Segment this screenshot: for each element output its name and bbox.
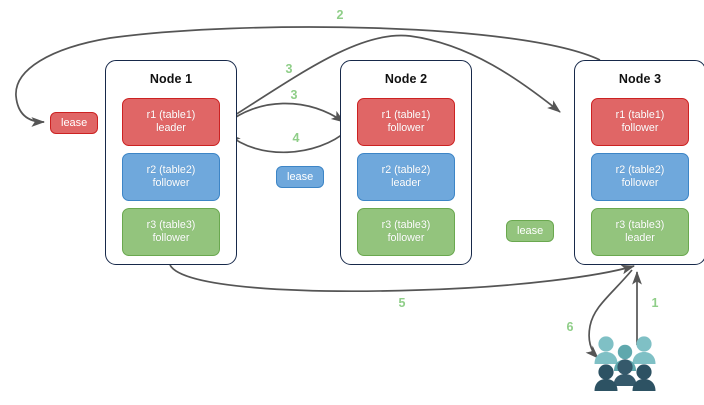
edge-label-1: 1 — [651, 296, 659, 310]
replica-role: follower — [387, 232, 425, 244]
edge-3-lower-path — [225, 102, 345, 125]
replica-role: leader — [156, 122, 186, 134]
edge-label-3a: 3 — [285, 62, 293, 76]
edge-label-3b: 3 — [290, 88, 298, 102]
replica-node2-r1[interactable]: r1 (table1) follower — [357, 98, 455, 146]
lease-chip-blue[interactable]: lease — [276, 166, 325, 188]
replica-node2-r3[interactable]: r3 (table3) follower — [357, 208, 455, 256]
node-box-node-3[interactable]: Node 3 r1 (table1) follower r2 (table2) … — [574, 60, 704, 265]
edge-label-5: 5 — [398, 296, 406, 310]
replica-role: follower — [152, 232, 190, 244]
node-title: Node 3 — [618, 72, 662, 86]
replica-name: r2 (table2) — [381, 163, 431, 176]
lease-label: lease — [517, 225, 544, 237]
users-icon-svg — [594, 336, 656, 391]
replica-role: follower — [621, 122, 659, 134]
replica-node3-r1[interactable]: r1 (table1) follower — [591, 98, 689, 146]
replica-name: r2 (table2) — [146, 163, 196, 176]
replica-node1-r1[interactable]: r1 (table1) leader — [122, 98, 220, 146]
replica-node2-r2[interactable]: r2 (table2) leader — [357, 153, 455, 201]
lease-label: lease — [61, 117, 88, 129]
lease-chip-red[interactable]: lease — [50, 112, 99, 134]
replica-node1-r2[interactable]: r2 (table2) follower — [122, 153, 220, 201]
node-box-node-1[interactable]: Node 1 r1 (table1) leader r2 (table2) fo… — [105, 60, 237, 265]
edge-label-4: 4 — [292, 131, 300, 145]
edge-5-path — [169, 264, 635, 292]
node-box-node-2[interactable]: Node 2 r1 (table1) follower r2 (table2) … — [340, 60, 472, 265]
replica-role: follower — [621, 177, 659, 189]
replica-name: r3 (table3) — [146, 218, 196, 231]
users-icon — [592, 334, 658, 392]
replica-node3-r2[interactable]: r2 (table2) follower — [591, 153, 689, 201]
replica-name: r2 (table2) — [615, 163, 665, 176]
node-title: Node 2 — [384, 72, 428, 86]
replica-name: r3 (table3) — [381, 218, 431, 231]
edge-label-2: 2 — [336, 8, 344, 22]
edge-label-6: 6 — [566, 320, 574, 334]
lease-label: lease — [287, 171, 314, 183]
replica-name: r1 (table1) — [381, 108, 431, 121]
replica-name: r1 (table1) — [615, 108, 665, 121]
replica-role: leader — [391, 177, 421, 189]
replica-node3-r3[interactable]: r3 (table3) leader — [591, 208, 689, 256]
replica-role: follower — [152, 177, 190, 189]
edge-2-path — [15, 26, 601, 127]
replica-role: leader — [625, 232, 655, 244]
lease-chip-green[interactable]: lease — [506, 220, 555, 242]
replica-name: r1 (table1) — [146, 108, 196, 121]
replica-name: r3 (table3) — [615, 218, 665, 231]
replica-role: follower — [387, 122, 425, 134]
replica-node1-r3[interactable]: r3 (table3) follower — [122, 208, 220, 256]
node-title: Node 1 — [149, 72, 193, 86]
